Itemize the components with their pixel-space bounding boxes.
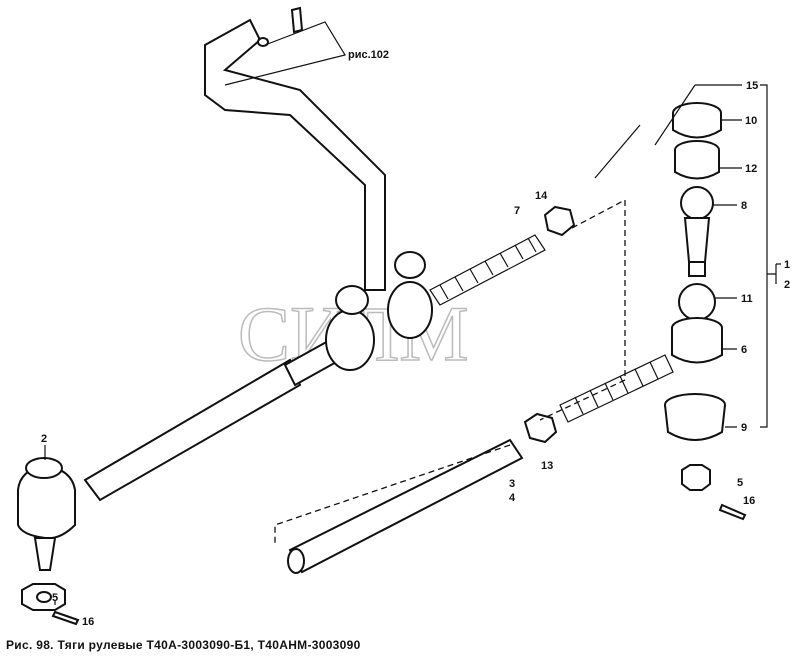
ball-joint-assembly bbox=[664, 102, 747, 521]
callout-9: 9 bbox=[741, 422, 747, 434]
callout-12: 12 bbox=[745, 163, 757, 175]
leader-lines bbox=[44, 21, 781, 605]
steering-arm bbox=[204, 6, 386, 291]
long-tie-rod bbox=[83, 251, 433, 502]
figure-caption: Рис. 98. Тяги рулевые Т40А-3003090-Б1, Т… bbox=[6, 638, 361, 652]
callout-3: 3 bbox=[509, 478, 515, 490]
threaded-end-6 bbox=[559, 354, 674, 423]
callout-5-right: 5 bbox=[737, 477, 743, 489]
callout-16-left: 16 bbox=[82, 616, 94, 628]
callout-8: 8 bbox=[741, 200, 747, 212]
threaded-rod-7 bbox=[429, 234, 546, 306]
callout-11: 11 bbox=[741, 293, 753, 305]
callout-13: 13 bbox=[541, 460, 553, 472]
callout-5-left: 5 bbox=[52, 592, 58, 604]
callout-15: 15 bbox=[746, 80, 758, 92]
callout-16-right: 16 bbox=[743, 495, 755, 507]
callout-7: 7 bbox=[514, 205, 520, 217]
callout-6: 6 bbox=[741, 344, 747, 356]
callout-10: 10 bbox=[745, 115, 757, 127]
callout-4: 4 bbox=[509, 492, 516, 504]
callout-2-left: 2 bbox=[41, 433, 47, 445]
short-tie-rod bbox=[287, 205, 576, 574]
left-tie-rod-end bbox=[17, 457, 80, 626]
reference-label: рис.102 bbox=[348, 49, 389, 61]
callout-14: 14 bbox=[535, 190, 548, 202]
callout-1: 1 bbox=[784, 259, 790, 271]
callout-2: 2 bbox=[784, 279, 790, 291]
